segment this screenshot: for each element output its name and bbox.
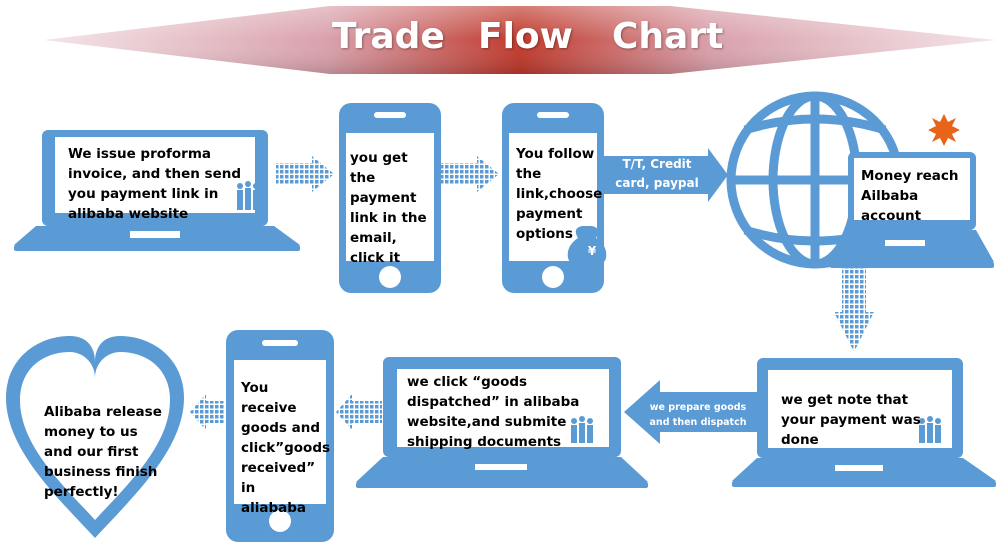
dotted-arrow-1-2 [276,156,334,192]
prepare-goods-label: we prepare goods and then dispatch [649,402,747,428]
payment-methods-label: T/T, Credit card, paypal [615,157,699,190]
step-7-text: You receive goods and click”goods receiv… [241,380,331,516]
dotted-arrow-7-8 [190,394,224,430]
heart-icon [6,336,184,538]
title-word-chart: Chart [612,16,724,57]
step-8-text: Alibaba release money to us and our firs… [44,404,162,500]
phone-step-7 [226,330,334,542]
title-word-flow: Flow [478,16,573,57]
phone-step-2 [339,103,441,293]
laptop-step-6 [356,357,648,488]
step-5-text: we get note that your payment was done [781,392,921,448]
step-6-text: we click “goods dispatched” in alibaba w… [407,374,580,450]
step-2-text: you get the payment link in the email, c… [350,150,427,266]
step-4-text: Money reach Ailbaba account [861,168,959,224]
step-1-text: We issue proforma invoice, and then send… [68,146,242,222]
people-icon [237,181,259,210]
money-bag-icon [567,226,607,266]
yen-symbol: ¥ [587,244,597,258]
step-3-text: You follow the link,choose payment optio… [516,146,603,242]
burst-icon [928,114,960,146]
laptop-step-4 [830,152,994,268]
dotted-arrow-4-5 [834,268,874,352]
people-icon [919,416,941,443]
people-icon [571,416,593,443]
title-banner [44,6,996,74]
laptop-step-5 [732,358,996,487]
title-word-trade: Trade [332,16,445,57]
dotted-arrow-2-3 [441,156,499,192]
dotted-arrow-6-7 [336,394,382,430]
laptop-step-1 [14,130,300,251]
payment-methods-arrow [604,148,728,202]
prepare-goods-arrow [624,380,757,444]
